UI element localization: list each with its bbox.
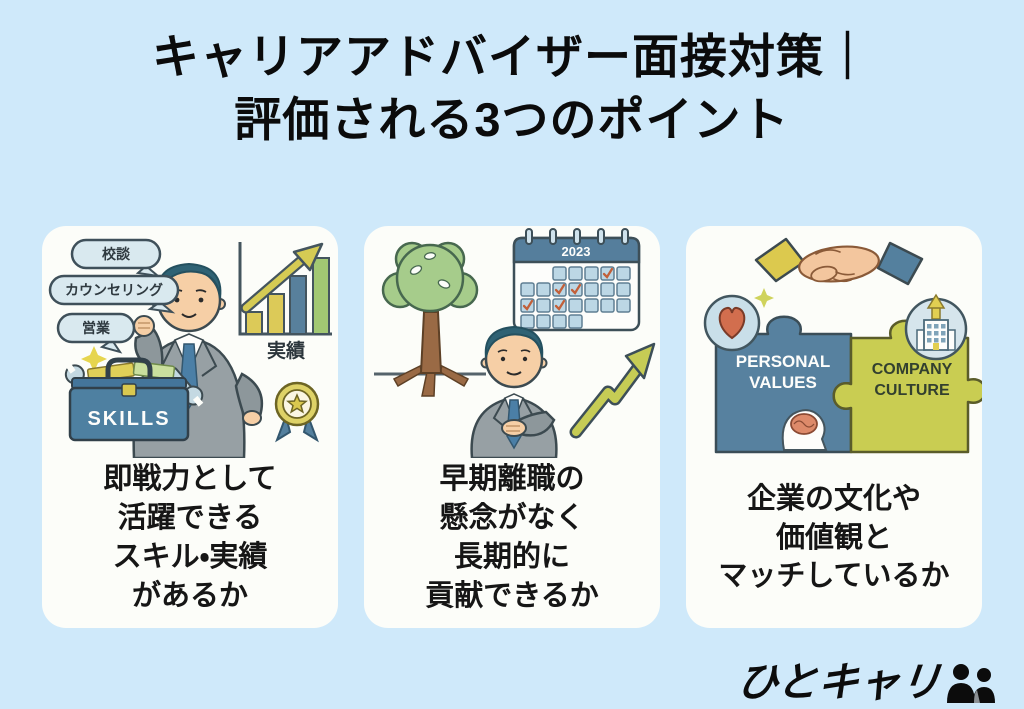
card-culture-fit: PERSONAL VALUES COMPANY CULTURE — [686, 226, 982, 628]
card-long-term-caption: 早期離職の 懸念がなく 長期的に 貢献できるか — [364, 458, 660, 628]
skills-illustration-svg: 実績 — [48, 238, 332, 458]
speech-bubble-interview: 校談 — [70, 238, 162, 278]
heart-values-icon — [703, 288, 774, 352]
puzzle-left-label-2: VALUES — [749, 373, 817, 392]
page-title: キャリアアドバイザー面接対策｜ 評価される3つのポイント — [0, 26, 1024, 151]
puzzle-left-label-1: PERSONAL — [736, 352, 830, 371]
speech-bubble-counseling: カウンセリング — [48, 274, 180, 314]
calendar-icon: 2023 — [512, 228, 641, 332]
long-term-illustration-svg: 2023 — [374, 228, 656, 458]
caption-line: 長期的に — [453, 541, 570, 573]
caption-line: 懸念がなく — [439, 502, 585, 535]
card-skills-illustration: 実績 — [42, 226, 338, 458]
bubble-text-3: 営業 — [82, 320, 111, 336]
caption-line: 即戦力として — [103, 463, 277, 496]
caption-line: があるか — [131, 579, 248, 612]
people-icon — [947, 664, 995, 703]
culture-fit-illustration-svg: PERSONAL VALUES COMPANY CULTURE — [703, 237, 982, 454]
growth-arrow-icon — [240, 242, 324, 314]
calendar-year: 2023 — [562, 244, 591, 259]
caption-line: マッチしているか — [718, 560, 950, 593]
puzzle-right-label-1: COMPANY — [872, 361, 953, 378]
card-skills-caption: 即戦力として 活躍できる スキル・実績 があるか — [42, 458, 338, 628]
bubble-text-2: カウンセリング — [65, 282, 163, 298]
caption-line: 活躍できる — [117, 502, 263, 535]
caption-line: 企業の文化や — [746, 482, 921, 515]
card-long-term: 2023 — [364, 226, 660, 628]
caption-line: 早期離職の — [439, 463, 585, 496]
employee-figure — [470, 325, 558, 458]
speech-bubbles: 校談 カウンセリング 営業 — [48, 238, 180, 354]
calendar-checkmarks — [522, 267, 614, 311]
bubble-text-1: 校談 — [102, 246, 130, 262]
caption-line: 貢献できるか — [425, 579, 599, 612]
handshake-icon — [754, 237, 924, 286]
calendar-rings — [525, 228, 629, 245]
building-windows — [927, 324, 946, 343]
card-culture-fit-caption: 企業の文化や 価値観と マッチしているか — [686, 458, 982, 628]
award-badge-icon — [274, 381, 320, 443]
sparkle-icon — [754, 288, 774, 308]
cards-row: 実績 — [42, 226, 982, 628]
caption-line: 価値観と — [775, 521, 892, 554]
growth-arrow-icon — [569, 342, 656, 439]
results-bar-chart: 実績 — [238, 242, 332, 362]
card-skills: 実績 — [42, 226, 338, 628]
card-culture-fit-illustration: PERSONAL VALUES COMPANY CULTURE — [686, 226, 982, 458]
skills-toolbox: SKILLS — [64, 357, 204, 442]
brain-head-icon — [781, 409, 828, 451]
title-line-2: 評価される3つのポイント — [234, 92, 790, 146]
puzzle-right-label-2: CULTURE — [874, 382, 950, 399]
card-long-term-illustration: 2023 — [364, 226, 660, 458]
company-building-icon — [904, 293, 968, 361]
toolbox-label: SKILLS — [87, 408, 170, 430]
speech-bubble-sales: 営業 — [56, 312, 136, 354]
chart-label: 実績 — [267, 339, 305, 362]
caption-line: スキル・実績 — [112, 541, 268, 573]
rooted-tree-icon — [374, 241, 486, 397]
sparkle-icon — [81, 346, 107, 372]
title-line-1: キャリアアドバイザー面接対策｜ — [152, 30, 872, 83]
